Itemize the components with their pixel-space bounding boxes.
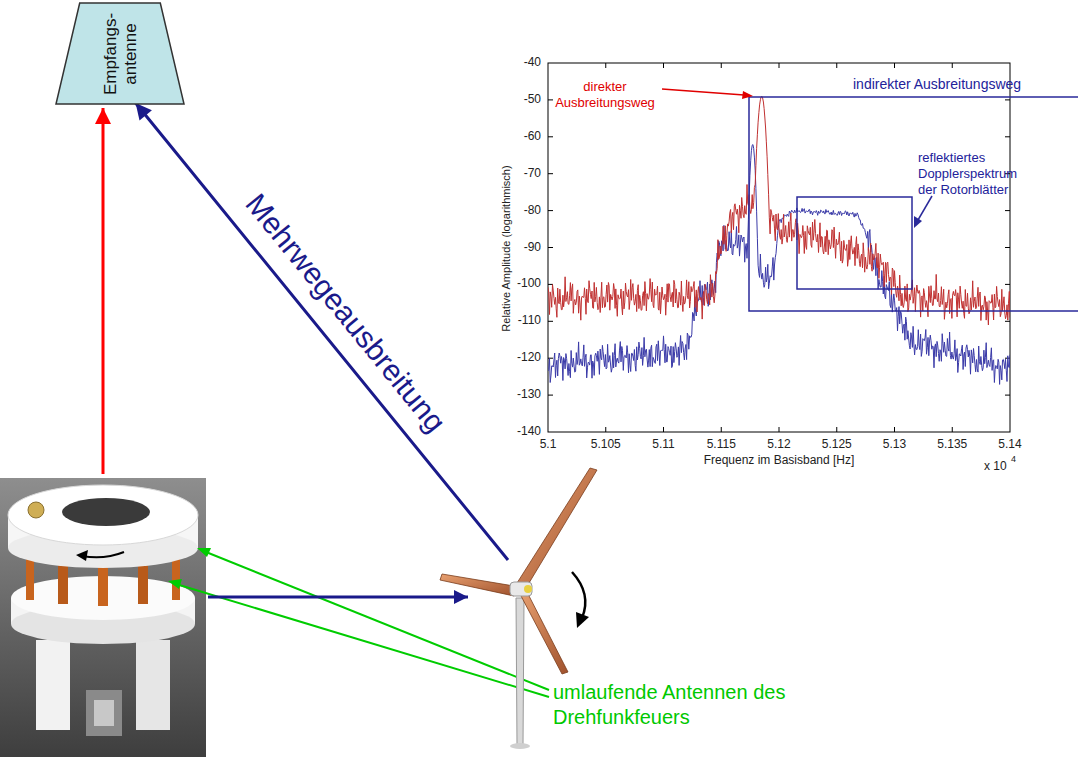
- label-holder: 5.1: [522, 437, 574, 452]
- leader-lines: [176, 552, 549, 697]
- leader-line: [206, 552, 549, 690]
- antenna-label: Empfangs- antenne: [100, 6, 140, 101]
- label-holder: -130: [499, 387, 541, 402]
- tick-label: 5.11: [638, 437, 690, 452]
- turbine-blade: [440, 574, 514, 596]
- label-holder: -60: [499, 129, 541, 144]
- label-holder: 5.12: [753, 437, 805, 452]
- label-holder: Frequenz im Basisband [Hz]: [679, 453, 879, 468]
- beacon-caption: umlaufende Antennen des Drehfunkfeuers: [553, 680, 793, 730]
- spectrum-chart: [548, 63, 1078, 432]
- axis-multiplier: 4: [1011, 454, 1023, 465]
- tick-label: 5.125: [811, 437, 863, 452]
- tick-label: 5.12: [753, 437, 805, 452]
- label-holder: -120: [499, 350, 541, 365]
- label-holder: 5.115: [695, 437, 747, 452]
- region-bracket: [749, 97, 1078, 311]
- edge-label: Mehrwegeausbreitung: [238, 187, 452, 439]
- tick-label: -60: [499, 129, 541, 144]
- label-holder: Relative Amplitude (logarithmisch): [500, 128, 513, 368]
- tick-label: -40: [499, 55, 541, 70]
- arrowhead: [95, 108, 111, 124]
- label-holder: -50: [499, 92, 541, 107]
- coin: [28, 502, 44, 518]
- leader-arrowhead: [742, 91, 753, 99]
- label-holder: 5.135: [926, 437, 978, 452]
- label-holder: umlaufende Antennen des Drehfunkfeuers: [553, 680, 793, 730]
- tick-label: -120: [499, 350, 541, 365]
- leader-arrowhead: [197, 548, 211, 557]
- annotation: indirekter Ausbreitungsweg: [853, 76, 1068, 93]
- connector-line: [102, 108, 105, 474]
- tick-label: 5.135: [926, 437, 978, 452]
- label-holder: 5.125: [811, 437, 863, 452]
- antenna-shape: [56, 3, 184, 104]
- label-holder: Empfangs- antenne: [100, 6, 140, 101]
- arrowhead: [136, 103, 152, 120]
- turbine-tower: [516, 598, 524, 745]
- photo-ground: [0, 478, 206, 757]
- direct-path-arrow: [95, 108, 111, 474]
- turbine-blade: [517, 468, 597, 588]
- label-holder: Mehrwegeausbreitung: [238, 187, 452, 439]
- label-holder: 5.11: [638, 437, 690, 452]
- tick-label: 5.115: [695, 437, 747, 452]
- label-holder: 5.14: [984, 437, 1036, 452]
- beacon-motor: [94, 700, 114, 726]
- turbine-hub: [524, 585, 532, 593]
- axis-title: Relative Amplitude (logarithmisch): [500, 128, 513, 368]
- tick-label: 5.1: [522, 437, 574, 452]
- region-bracket: [797, 197, 912, 289]
- rotation-arrow: [576, 612, 589, 628]
- leader-arrowhead: [168, 579, 182, 589]
- label-holder: x 10: [984, 459, 1014, 474]
- tick-label: 5.105: [580, 437, 632, 452]
- beacon-ring: [8, 485, 198, 545]
- tick-label: -140: [499, 424, 541, 439]
- label-holder: reflektiertes Dopplerspektrum der Rotorb…: [918, 150, 1036, 198]
- label-holder: direkter Ausbreitungsweg: [549, 79, 661, 111]
- label-holder: -40: [499, 55, 541, 70]
- rotating-beacon: umlaufende Antennen des Drehfunkfeuers: [0, 478, 206, 757]
- beacon-leg: [136, 640, 170, 730]
- rotation-arrow: [76, 550, 88, 561]
- leader-line: [176, 584, 549, 697]
- label-holder: indirekter Ausbreitungsweg: [853, 76, 1068, 93]
- multipath-arrow: [136, 103, 508, 604]
- arrowhead: [454, 590, 468, 604]
- beacon-leg: [36, 640, 70, 730]
- leader-line: [918, 196, 932, 220]
- label-holder: -140: [499, 424, 541, 439]
- turbine-nacelle: [510, 582, 532, 596]
- beacon-photo: [0, 478, 206, 757]
- annotation: reflektiertes Dopplerspektrum der Rotorb…: [918, 150, 1036, 198]
- plot-frame: [548, 63, 1010, 432]
- beacon-motor: [86, 690, 122, 736]
- beacon-ring-hole: [62, 498, 150, 526]
- rotation-arrow: [82, 552, 124, 557]
- axis-title: Frequenz im Basisband [Hz]: [679, 453, 879, 468]
- leader-arrowhead: [914, 216, 922, 228]
- tick-label: 5.14: [984, 437, 1036, 452]
- label-holder: 5.105: [580, 437, 632, 452]
- tick-label: 5.13: [869, 437, 921, 452]
- leader-line: [662, 89, 744, 95]
- label-holder: 5.13: [869, 437, 921, 452]
- annotation: direkter Ausbreitungsweg: [549, 79, 661, 111]
- tick-label: -130: [499, 387, 541, 402]
- tick-label: -50: [499, 92, 541, 107]
- connector-line: [136, 103, 508, 597]
- axis-ticks: [548, 63, 1010, 432]
- rotation-arrow: [572, 572, 585, 618]
- direct-spectrum: [548, 96, 1010, 325]
- turbine-blade: [520, 592, 568, 674]
- axis-multiplier: x 10: [984, 459, 1014, 474]
- label-holder: 4: [1011, 454, 1023, 465]
- receiving-antenna: Empfangs- antenne: [55, 2, 185, 105]
- turbine-base: [510, 743, 530, 749]
